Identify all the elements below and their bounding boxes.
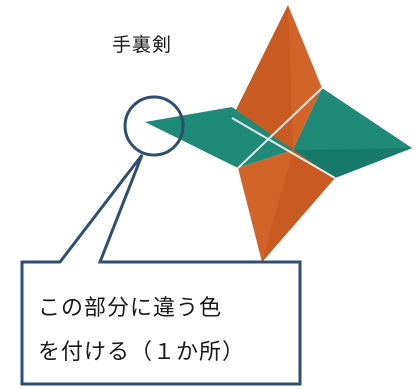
fold-line — [231, 117, 336, 179]
callout-text-line2: を付ける（１か所） — [38, 340, 246, 365]
shuriken — [145, 5, 412, 262]
shuriken-right-point-shade — [293, 148, 412, 178]
shuriken-bottom-point-shade — [262, 150, 335, 262]
shuriken-top-point-shade — [232, 5, 293, 150]
callout-text-line1: この部分に違う色 — [38, 296, 223, 321]
callout-box — [20, 154, 302, 386]
diagram-title: 手裏剣 — [112, 34, 173, 56]
highlight-circle — [123, 95, 185, 157]
fold-line — [237, 87, 323, 169]
